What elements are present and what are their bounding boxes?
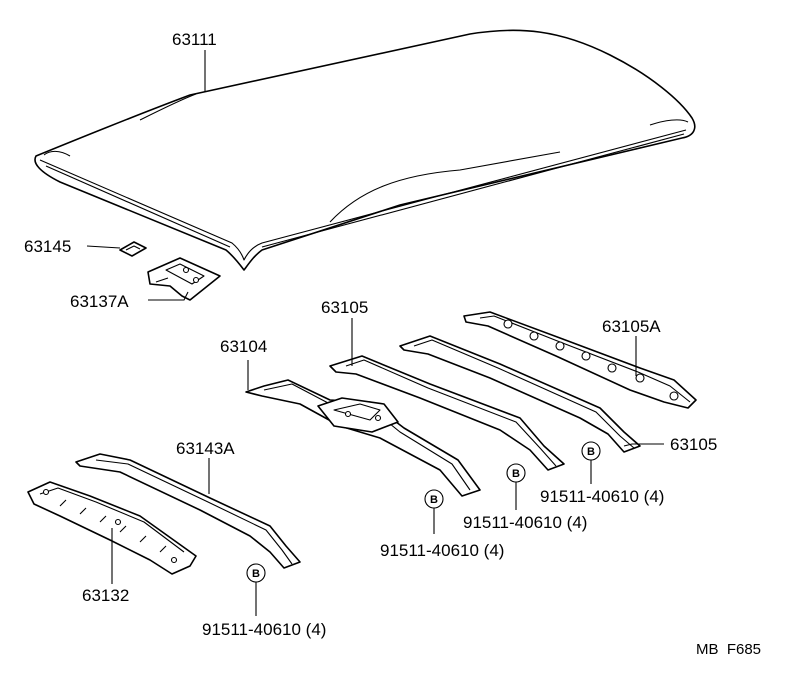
label-bow-front-center: 63104 — [220, 337, 267, 356]
footer-code: MB F685 — [696, 641, 761, 658]
bolt-symbol-2: B — [506, 463, 526, 483]
label-bracket: 63137A — [70, 292, 129, 311]
label-roof-pad: 63145 — [24, 237, 71, 256]
label-bow-rear: 63105 — [670, 435, 717, 454]
bow-front-center-drawing — [245, 379, 481, 497]
roof-panel-drawing — [34, 29, 696, 271]
bracket-drawing — [147, 257, 221, 301]
bow-middle-drawing — [329, 355, 565, 471]
label-bow-rear-outer: 63105A — [602, 317, 661, 336]
bolt-callout-3: 91511-40610 (4) — [540, 487, 664, 506]
svg-text:B: B — [587, 446, 595, 458]
svg-text:B: B — [512, 468, 520, 480]
bow-rear-outer-drawing — [463, 311, 697, 409]
label-roof-panel: 63111 — [172, 30, 217, 49]
label-bow-middle: 63105 — [321, 298, 368, 317]
leader-lines — [86, 50, 664, 616]
svg-text:B: B — [430, 494, 438, 506]
bolt-symbol-3: B — [581, 441, 601, 461]
label-reinforcement-front: 63143A — [176, 439, 235, 458]
svg-text:B: B — [252, 568, 260, 580]
reinforcement-front-drawing — [75, 453, 301, 569]
label-header-front: 63132 — [82, 586, 129, 605]
bolt-symbol-1: B — [424, 489, 444, 509]
roof-pad-drawing — [119, 241, 147, 257]
bolt-callout-4: 91511-40610 (4) — [202, 620, 326, 639]
bow-rear-drawing — [399, 335, 641, 453]
bolt-symbol-4: B — [246, 563, 266, 583]
bolt-callout-1: 91511-40610 (4) — [380, 541, 504, 560]
bolt-callout-2: 91511-40610 (4) — [463, 513, 587, 532]
